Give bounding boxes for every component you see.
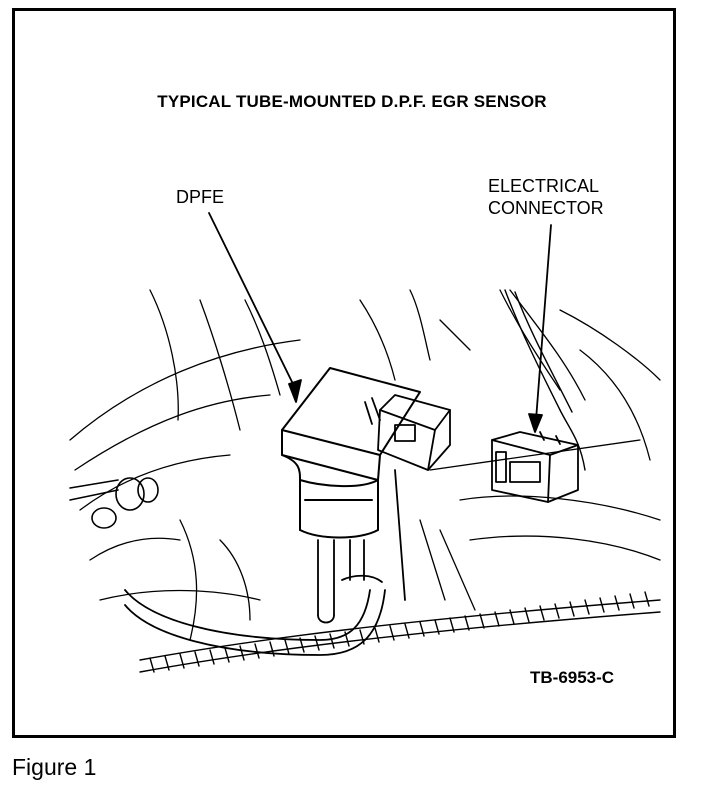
leader-line-dpfe xyxy=(208,212,302,403)
electrical-connector xyxy=(491,431,579,503)
dpfe-sensor xyxy=(281,367,421,539)
sensor-hose-tubes xyxy=(124,469,406,656)
dpfe-plug xyxy=(364,394,451,471)
engine-background-lines xyxy=(69,289,661,641)
figure-frame xyxy=(12,8,676,738)
leader-line-connector xyxy=(528,224,552,433)
hose-fitting-left xyxy=(69,477,159,529)
corrugated-hose xyxy=(139,591,661,673)
figure-caption: Figure 1 xyxy=(12,754,97,780)
figure-reference-code: TB-6953-C xyxy=(530,668,615,687)
dpfe-callout-label: DPFE xyxy=(176,187,225,207)
figure-title: TYPICAL TUBE-MOUNTED D.P.F. EGR SENSOR xyxy=(157,92,547,111)
connector-callout-label-line1: ELECTRICAL xyxy=(488,176,600,196)
connector-callout-label-line2: CONNECTOR xyxy=(488,198,604,218)
